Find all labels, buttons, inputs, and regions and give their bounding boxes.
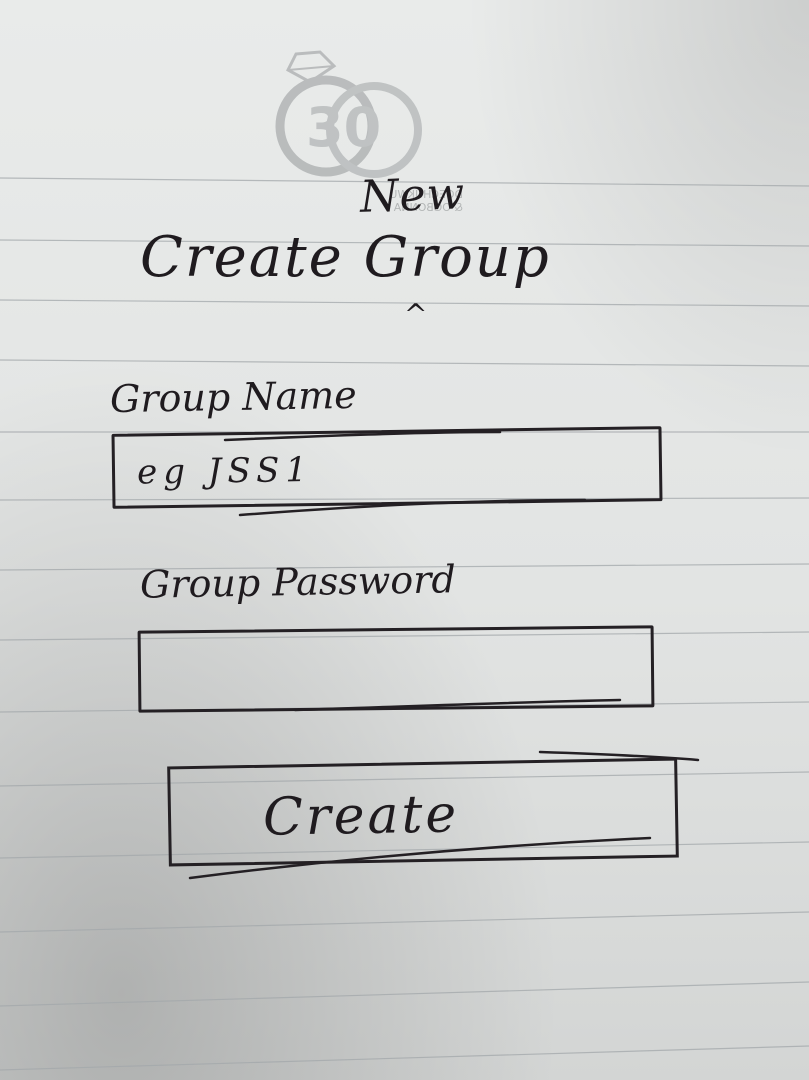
svg-text:30: 30	[306, 96, 381, 159]
group-password-label: Group Password	[139, 557, 457, 607]
page-title: Create Group	[140, 225, 551, 290]
ring-logo-icon: 30 DGECHUKWU & OGBONNA	[275, 50, 463, 214]
create-button-label: Create	[262, 784, 460, 848]
insertion-caret: ^	[404, 298, 428, 331]
group-name-input[interactable]: eg JSS1	[111, 426, 663, 509]
watermark-text-2: & OGBONNA	[393, 201, 463, 214]
watermark-logo: 30 DGECHUKWU & OGBONNA	[248, 48, 463, 218]
watermark-text-1: DGECHUKWU	[389, 188, 463, 201]
create-button[interactable]: Create	[167, 757, 679, 867]
title-insert-new: New	[359, 168, 467, 223]
group-password-input[interactable]	[137, 625, 655, 713]
group-name-placeholder: eg JSS1	[136, 450, 314, 493]
group-name-label: Group Name	[109, 372, 358, 422]
